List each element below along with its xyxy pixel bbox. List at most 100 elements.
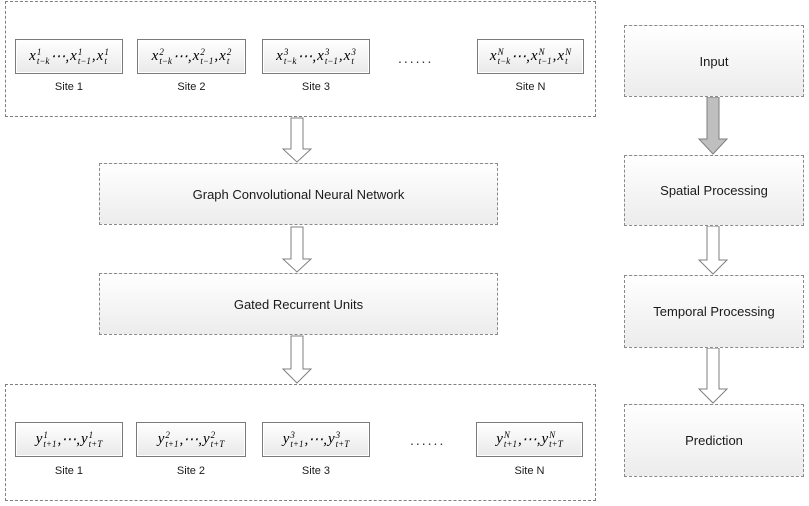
output-term-base: y xyxy=(80,431,88,447)
output-term-sub: t+1 xyxy=(165,438,179,449)
input-term-base: x xyxy=(70,48,77,64)
input-term-sub: t−1 xyxy=(200,55,214,66)
arrow-gcn-to-gru xyxy=(281,226,313,273)
flow-input-label: Input xyxy=(699,53,729,69)
output-term-sup: 2 xyxy=(210,429,216,440)
gru-box: Gated Recurrent Units xyxy=(99,273,498,335)
output-site-label: Site 1 xyxy=(54,465,84,477)
input-term-sup: 2 xyxy=(200,46,205,57)
flow-spatial-label: Spatial Processing xyxy=(660,183,768,198)
output-term-sup: 1 xyxy=(43,429,48,440)
input-term-sub: t−1 xyxy=(324,55,338,66)
output-term-sub: t+1 xyxy=(43,438,57,449)
input-term-sup: 1 xyxy=(36,46,42,57)
output-site-label: Site N xyxy=(514,465,545,477)
output-term-sub: t+T xyxy=(335,438,350,449)
input-ellipsis: ...... xyxy=(398,50,434,66)
input-sep: ⋯, xyxy=(50,49,70,65)
input-term-sup: N xyxy=(565,46,572,57)
input-term-sub: t−1 xyxy=(77,55,91,66)
flow-prediction-label: Prediction xyxy=(685,433,743,448)
output-term-sup: 2 xyxy=(165,429,170,440)
input-term-sub: t−k xyxy=(497,55,511,66)
input-term-sup: N xyxy=(497,46,504,57)
arrow-spatial-to-temporal xyxy=(697,225,729,275)
input-term-sub: t−k xyxy=(36,55,50,66)
input-term-sub: t xyxy=(226,55,230,66)
input-term-base: x xyxy=(343,48,351,64)
input-sep: ⋯, xyxy=(511,49,530,65)
input-term-sub: t−k xyxy=(159,55,172,66)
input-term-sub: t xyxy=(104,55,107,66)
arrow-input-to-gcn xyxy=(281,117,313,163)
input-term-sup: 3 xyxy=(351,46,356,57)
gcn-label: Graph Convolutional Neural Network xyxy=(192,186,405,202)
gru-label: Gated Recurrent Units xyxy=(233,296,364,312)
input-term-base: x xyxy=(557,48,565,64)
output-term-sup: 3 xyxy=(290,429,295,440)
output-sep: ,⋯, xyxy=(179,432,202,448)
input-term-sub: t xyxy=(351,55,354,66)
input-site-label: Site 2 xyxy=(177,81,206,93)
output-term-sup: 3 xyxy=(335,429,341,440)
output-sep: ,⋯, xyxy=(304,432,327,448)
output-ellipsis: ...... xyxy=(410,432,446,448)
input-sep: , xyxy=(214,48,219,64)
input-sep: ⋯, xyxy=(297,49,317,65)
output-term-sup: N xyxy=(503,429,510,440)
flow-input-box: Input xyxy=(624,25,804,97)
output-term-sub: t+1 xyxy=(503,438,517,449)
flow-temporal-box: Temporal Processing xyxy=(624,275,804,348)
output-term-sub: t+T xyxy=(210,438,225,449)
input-term-sup: 1 xyxy=(104,46,109,57)
output-site-label: Site 3 xyxy=(301,465,331,477)
input-sep: , xyxy=(552,48,557,64)
output-sep: ,⋯, xyxy=(517,432,541,448)
input-site-label: Site N xyxy=(515,81,546,93)
input-term-sup: 3 xyxy=(324,46,330,57)
input-site-label: Site 3 xyxy=(301,81,331,93)
flow-prediction-box: Prediction xyxy=(624,404,804,477)
input-term-base: x xyxy=(151,48,159,64)
input-term-sup: 2 xyxy=(226,46,232,57)
output-term-sub: t+1 xyxy=(290,438,304,449)
input-sep: , xyxy=(91,48,96,64)
output-term-sub: t+T xyxy=(88,438,103,449)
input-term-sub: t−k xyxy=(283,55,297,66)
output-site-label: Site 2 xyxy=(176,465,206,477)
flow-spatial-box: Spatial Processing xyxy=(624,155,804,226)
input-term-sup: 1 xyxy=(77,46,83,57)
input-sep: , xyxy=(338,48,343,64)
input-term-sub: t xyxy=(565,55,568,66)
input-term-sub: t−1 xyxy=(538,55,552,66)
output-term-base: y xyxy=(35,431,43,447)
output-sep: ,⋯, xyxy=(57,432,80,448)
output-term-sup: 1 xyxy=(88,429,94,440)
input-term-base: x xyxy=(317,48,324,64)
input-term-base: x xyxy=(219,48,226,64)
